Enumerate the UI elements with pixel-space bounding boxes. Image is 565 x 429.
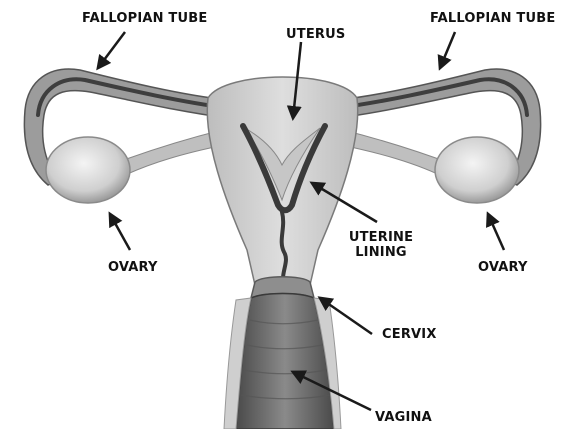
label-uterine-lining: UTERINE LINING [336, 230, 426, 260]
label-fallopian-tube-left: FALLOPIAN TUBE [82, 11, 207, 26]
arrow-fallopian-right [440, 32, 455, 68]
ovary-right [435, 137, 519, 203]
label-vagina: VAGINA [375, 410, 432, 425]
arrow-fallopian-left [98, 32, 125, 68]
label-ovary-right: OVARY [478, 260, 528, 275]
label-cervix: CERVIX [382, 327, 437, 342]
label-uterine-lining-line2: LINING [336, 245, 426, 260]
ovary-left [46, 137, 130, 203]
arrow-ovary-right [488, 214, 504, 250]
arrow-ovary-left [110, 214, 130, 250]
label-uterus: UTERUS [286, 27, 345, 42]
label-fallopian-tube-right: FALLOPIAN TUBE [430, 11, 555, 26]
label-ovary-left: OVARY [108, 260, 158, 275]
label-uterine-lining-line1: UTERINE [336, 230, 426, 245]
